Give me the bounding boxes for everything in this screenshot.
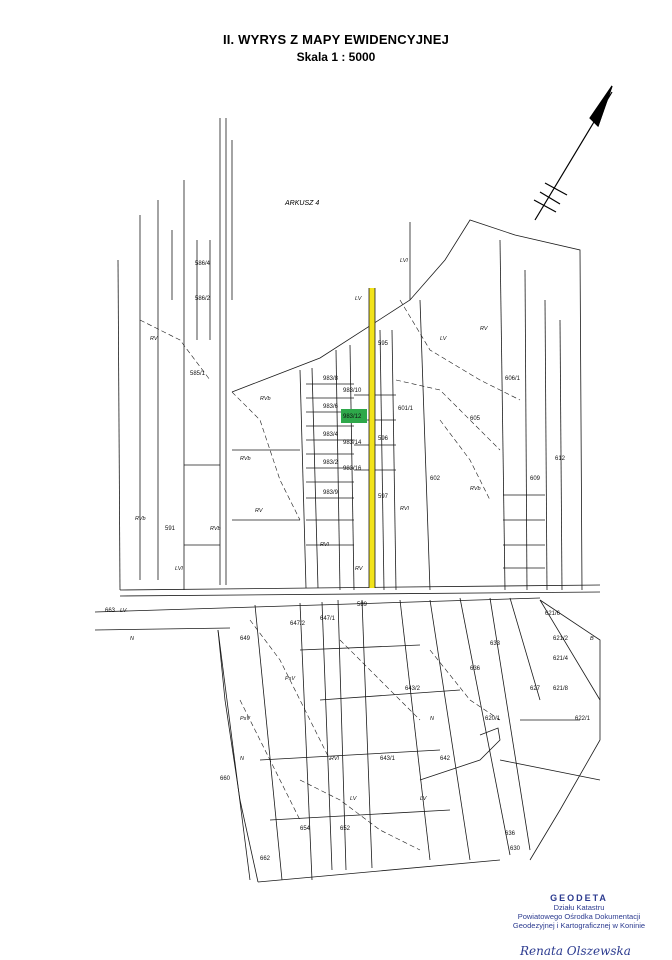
svg-text:601/1: 601/1 <box>398 406 414 412</box>
svg-text:586/2: 586/2 <box>195 296 211 302</box>
svg-text:RVb: RVb <box>240 456 251 462</box>
svg-text:652: 652 <box>340 826 351 832</box>
svg-text:643/1: 643/1 <box>380 756 396 762</box>
svg-text:649: 649 <box>240 636 251 642</box>
parcel-boundaries <box>94 118 601 883</box>
svg-text:642: 642 <box>440 756 451 762</box>
svg-text:RVb: RVb <box>470 486 481 492</box>
page-title: II. WYRYS Z MAPY EWIDENCYJNEJ <box>222 32 450 47</box>
stamp-line-1: Działu Katastru <box>553 903 605 912</box>
signature: Renata Olszewska <box>520 944 631 958</box>
svg-text:621/2: 621/2 <box>553 636 569 642</box>
parcel-labels: 983/8 983/6 983/4 983/2 983/9 983/10 983… <box>105 261 591 862</box>
svg-text:LV: LV <box>440 336 448 342</box>
svg-text:612: 612 <box>555 456 566 462</box>
svg-text:660: 660 <box>220 776 231 782</box>
svg-text:RV: RV <box>255 508 264 514</box>
official-stamp: GEODETA Działu Katastru Powiatowego Ośro… <box>486 893 672 930</box>
svg-text:589: 589 <box>357 602 368 608</box>
svg-text:621/4: 621/4 <box>553 656 569 662</box>
svg-text:597: 597 <box>378 494 389 500</box>
svg-text:LVI: LVI <box>400 258 408 264</box>
svg-text:LV: LV <box>420 796 428 802</box>
svg-text:983/6: 983/6 <box>323 404 339 410</box>
svg-text:622/1: 622/1 <box>575 716 591 722</box>
sheet-label: ARKUSZ 4 <box>284 200 319 207</box>
svg-text:LVI: LVI <box>175 566 183 572</box>
svg-text:647/1: 647/1 <box>320 616 336 622</box>
svg-text:983/14: 983/14 <box>343 440 362 446</box>
svg-text:643/2: 643/2 <box>405 686 421 692</box>
svg-text:663: 663 <box>105 608 116 614</box>
stamp-line-2: Powiatowego Ośrodka Dokumentacji <box>517 912 641 921</box>
svg-text:621/8: 621/8 <box>553 686 569 692</box>
svg-text:605: 605 <box>470 416 481 422</box>
svg-text:LV: LV <box>355 296 363 302</box>
svg-text:602: 602 <box>430 476 441 482</box>
svg-text:983/9: 983/9 <box>323 490 339 496</box>
svg-text:627: 627 <box>530 686 541 692</box>
svg-text:N: N <box>430 716 434 722</box>
stamp-org: GEODETA <box>550 893 608 903</box>
svg-text:PsV: PsV <box>240 716 251 722</box>
svg-text:609: 609 <box>530 476 541 482</box>
stamp-line-3: Geodezyjnej i Kartograficznej w Koninie <box>512 921 646 930</box>
svg-text:586/4: 586/4 <box>195 261 211 267</box>
svg-text:N: N <box>240 756 244 762</box>
svg-text:633: 633 <box>490 641 501 647</box>
svg-text:RVb: RVb <box>135 516 146 522</box>
svg-text:636: 636 <box>505 831 516 837</box>
svg-text:596: 596 <box>378 436 389 442</box>
svg-text:RVI: RVI <box>330 756 340 762</box>
svg-text:983/12: 983/12 <box>343 414 362 420</box>
svg-text:LV: LV <box>120 608 128 614</box>
land-use-labels: RV RVb RVb RV RVb RVI RV LVI LV LV RV RV… <box>120 258 594 802</box>
svg-text:654: 654 <box>300 826 311 832</box>
highlighted-road <box>369 288 375 588</box>
svg-text:983/2: 983/2 <box>323 460 339 466</box>
svg-text:636: 636 <box>470 666 481 672</box>
svg-text:606/1: 606/1 <box>505 376 521 382</box>
land-use-boundaries <box>139 299 521 851</box>
svg-text:591: 591 <box>165 526 176 532</box>
svg-text:621/6: 621/6 <box>545 611 561 617</box>
svg-text:983/16: 983/16 <box>343 466 362 472</box>
svg-text:RV: RV <box>150 336 159 342</box>
svg-text:RV: RV <box>480 326 489 332</box>
svg-text:RVI: RVI <box>400 506 410 512</box>
svg-text:RVI: RVI <box>320 542 330 548</box>
map-scale: Skala 1 : 5000 <box>296 50 376 64</box>
svg-text:RVb: RVb <box>260 396 271 402</box>
svg-text:983/4: 983/4 <box>323 432 339 438</box>
north-arrow-icon <box>533 85 613 221</box>
svg-text:983/8: 983/8 <box>323 376 339 382</box>
svg-text:RV: RV <box>355 566 364 572</box>
svg-text:595: 595 <box>378 341 389 347</box>
svg-text:N: N <box>130 636 134 642</box>
svg-text:PsV: PsV <box>285 676 296 682</box>
svg-text:B: B <box>590 636 594 642</box>
svg-text:630: 630 <box>510 846 521 852</box>
svg-text:647/2: 647/2 <box>290 621 306 627</box>
svg-text:983/10: 983/10 <box>343 388 362 394</box>
highlighted-parcel <box>341 409 367 423</box>
svg-text:620/1: 620/1 <box>485 716 501 722</box>
svg-text:662: 662 <box>260 856 271 862</box>
svg-text:RVb: RVb <box>210 526 221 532</box>
svg-text:LV: LV <box>350 796 358 802</box>
svg-text:585/1: 585/1 <box>190 371 206 377</box>
